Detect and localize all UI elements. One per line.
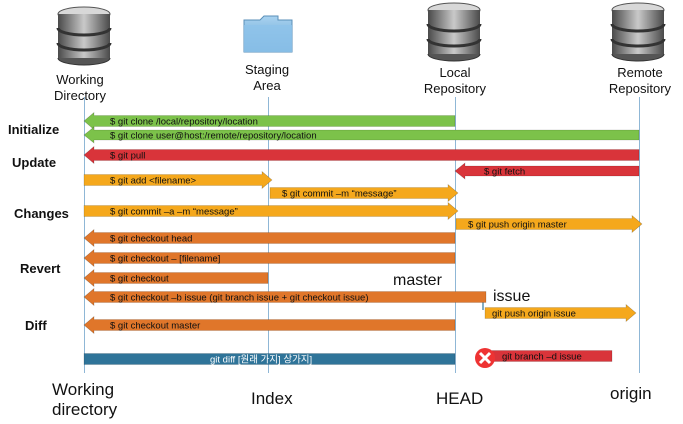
row-label-initialize: Initialize (8, 122, 60, 137)
arrow-label-6: $ git commit –a –m “message” (110, 207, 238, 218)
arrow-label-9: $ git checkout – [filename] (110, 254, 220, 265)
bottom-label-origin: origin (610, 384, 652, 403)
branch-label-master: master (393, 272, 442, 289)
arrows-group: $ git clone /local/repository/location $ … (83, 111, 643, 366)
arrow-label-2: $ git pull (110, 151, 145, 162)
database-icon (56, 6, 112, 66)
arrow-2 (83, 145, 640, 165)
arrow-1 (83, 126, 640, 144)
arrow-label-10: $ git checkout (110, 274, 169, 285)
arrow-label-13: $ git checkout master (110, 321, 200, 332)
arrow-10 (83, 268, 269, 288)
arrow-11 (83, 287, 487, 307)
row-label-revert: Revert (20, 261, 61, 276)
arrow-13 (83, 315, 456, 335)
local-line (455, 97, 456, 373)
arrow-label-5: $ git commit –m “message” (282, 189, 397, 200)
working-line (84, 97, 85, 373)
row-label-diff: Diff (25, 318, 47, 333)
column-label-staging: Staging Area (244, 62, 290, 93)
arrow-label-8: $ git checkout head (110, 234, 192, 245)
bottom-label-working: Working directory (52, 380, 118, 419)
database-icon (426, 2, 482, 62)
row-label-changes: Changes (14, 206, 69, 221)
arrow-label-0: $ git clone /local/repository/location (110, 117, 258, 128)
arrow-6 (83, 201, 459, 221)
arrow-label-7: $ git push origin master (468, 220, 567, 231)
bottom-label-index: Index (251, 389, 293, 408)
column-label-remote: Remote Repository (608, 65, 672, 96)
arrow-7 (455, 214, 643, 234)
column-label-working: Working Directory (53, 72, 106, 103)
arrow-label-11: $ git checkout –b issue (git branch issu… (110, 293, 369, 304)
folder-icon (243, 15, 293, 53)
arrow-label-12: git push origin issue (492, 309, 576, 320)
row-label-update: Update (12, 155, 57, 170)
column-label-local: Local Repository (423, 65, 487, 96)
arrow-label-14: git diff [원래 가지] 상가지] (210, 355, 312, 366)
remote-line (639, 97, 640, 373)
arrow-4 (83, 170, 273, 190)
bottom-label-head: HEAD (436, 389, 484, 408)
delete-icon (475, 348, 495, 368)
arrow-3 (454, 162, 640, 180)
arrow-label-3: $ git fetch (484, 167, 525, 178)
arrow-label-1: $ git clone user@host:/remote/repository… (110, 131, 317, 142)
arrow-14 (83, 353, 456, 365)
arrow-12 (484, 303, 637, 323)
arrow-label-4: $ git add <filename> (110, 176, 197, 187)
arrow-9 (83, 248, 456, 268)
arrow-8 (83, 228, 456, 248)
database-icon (610, 2, 666, 62)
branch-label-issue: issue (493, 288, 531, 305)
arrow-5 (269, 183, 459, 203)
arrow-label-15: git branch –d issue (502, 352, 582, 363)
